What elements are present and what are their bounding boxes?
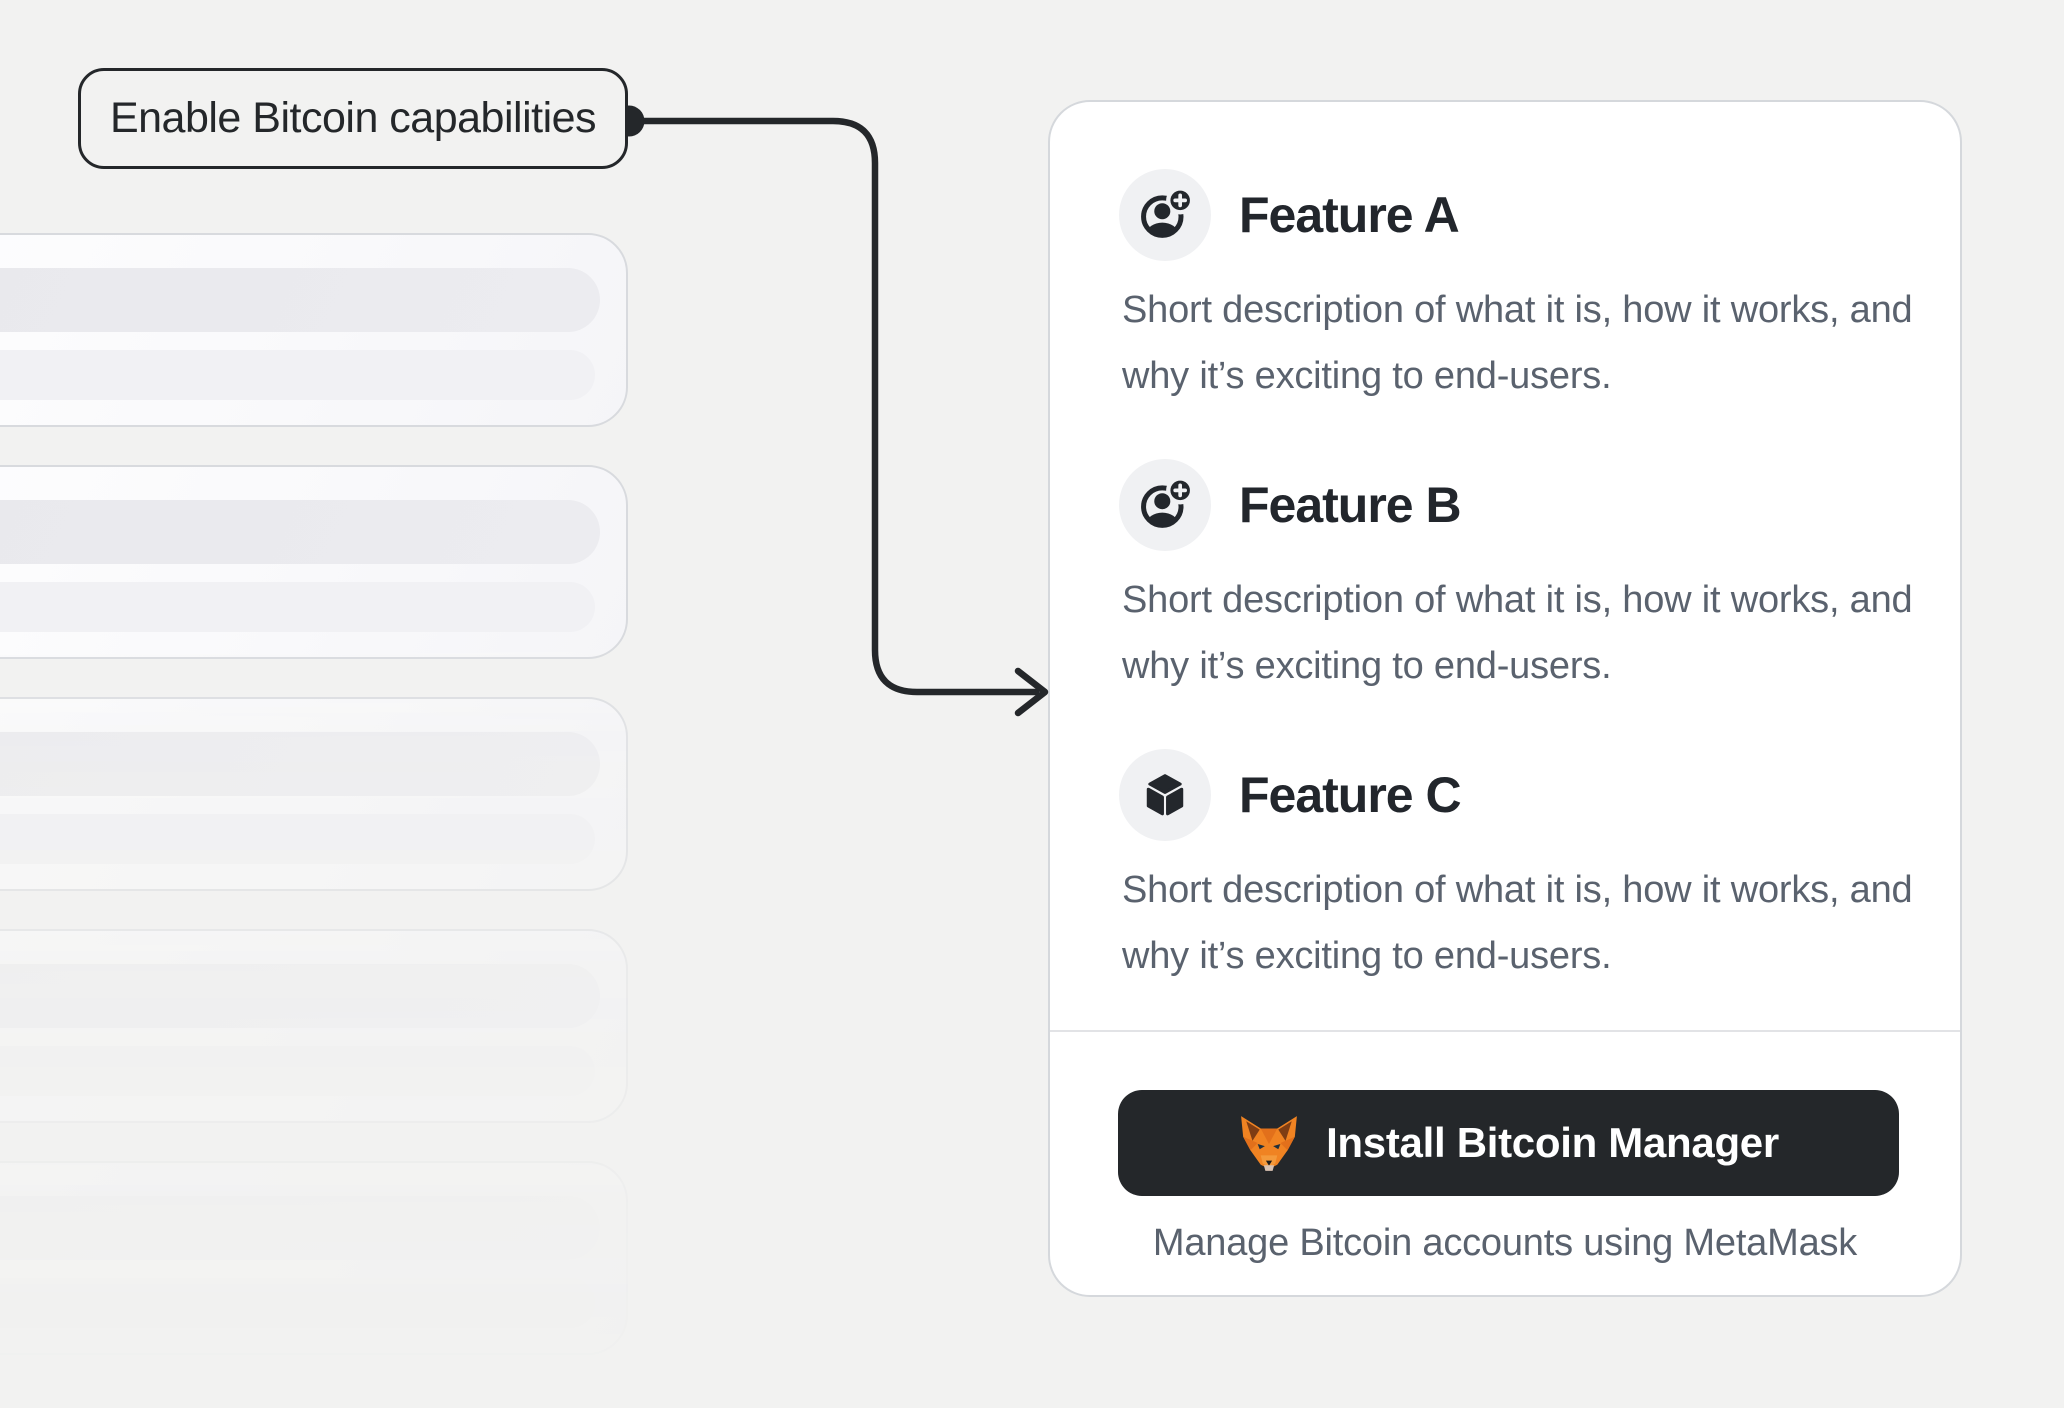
install-button-label: Install Bitcoin Manager xyxy=(1326,1119,1779,1166)
annotation-label-text: Enable Bitcoin capabilities xyxy=(109,94,597,142)
skeleton-line xyxy=(0,814,595,864)
annotation-label: Enable Bitcoin capabilities xyxy=(78,68,628,169)
skeleton-line xyxy=(0,582,595,632)
skeleton-line xyxy=(0,1278,595,1328)
card-caption: Manage Bitcoin accounts using MetaMask xyxy=(1152,1222,1858,1264)
arrowhead-icon xyxy=(1014,667,1049,717)
skeleton-card xyxy=(0,697,628,891)
skeleton-line xyxy=(0,268,600,332)
feature-title: Feature C xyxy=(1239,767,1462,823)
feature-title: Feature B xyxy=(1239,477,1462,533)
feature-row-a: Feature A xyxy=(1119,169,1939,261)
feature-row-b: Feature B xyxy=(1119,459,1939,551)
skeleton-card-list xyxy=(0,233,700,1355)
feature-row-c: Feature C xyxy=(1119,749,1939,841)
skeleton-line xyxy=(0,350,595,400)
feature-card: Feature A Short description of what it i… xyxy=(1048,100,1962,1297)
skeleton-card xyxy=(0,929,628,1123)
feature-description: Short description of what it is, how it … xyxy=(1122,289,1913,397)
card-footer-divider xyxy=(1050,1030,1960,1032)
install-bitcoin-manager-button[interactable]: Install Bitcoin Manager xyxy=(1118,1090,1899,1196)
skeleton-line xyxy=(0,1196,600,1260)
skeleton-card xyxy=(0,465,628,659)
feature-description: Short description of what it is, how it … xyxy=(1122,579,1913,687)
skeleton-line xyxy=(0,732,600,796)
skeleton-line xyxy=(0,964,600,1028)
skeleton-card xyxy=(0,233,628,427)
metamask-fox-icon xyxy=(1241,1116,1297,1171)
skeleton-line xyxy=(0,500,600,564)
skeleton-card xyxy=(0,1161,628,1355)
feature-description: Short description of what it is, how it … xyxy=(1122,869,1913,977)
feature-title: Feature A xyxy=(1239,187,1460,243)
account-add-icon xyxy=(1119,459,1211,551)
account-add-icon xyxy=(1119,169,1211,261)
cube-icon xyxy=(1119,749,1211,841)
skeleton-line xyxy=(0,1046,595,1096)
